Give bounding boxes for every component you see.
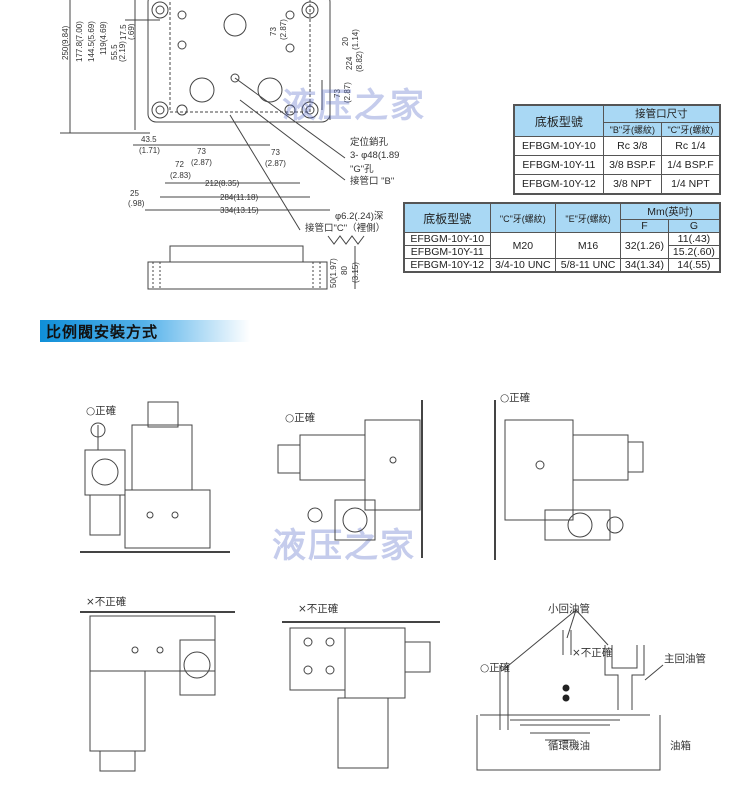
cell: EFBGM-10Y-10 bbox=[513, 136, 604, 156]
dim-label: 17.5 bbox=[119, 24, 128, 40]
col-group-header: Mm(英吋) bbox=[619, 202, 721, 220]
callout-label: 定位銷孔 bbox=[350, 136, 389, 148]
dim-label: (2.87) bbox=[279, 19, 288, 40]
dim-label: (1.71) bbox=[139, 146, 160, 155]
callout-label: φ6.2(.24)深 bbox=[335, 211, 384, 222]
callout-label: 接管口"C"（裡側） bbox=[305, 222, 385, 234]
dim-label: (3.15) bbox=[351, 262, 360, 283]
dim-label: (2.83) bbox=[170, 171, 191, 180]
tank-label: 油箱 bbox=[670, 740, 691, 752]
col-header: 底板型號 bbox=[513, 104, 604, 137]
dim-label: 25 bbox=[130, 189, 139, 198]
incorrect-label: ×不正確 bbox=[86, 596, 127, 608]
dim-label: 334(13.15) bbox=[220, 206, 259, 215]
correct-label: ○正確 bbox=[500, 392, 531, 404]
dim-label: 284(11.18) bbox=[220, 193, 258, 202]
cell: EFBGM-10Y-11 bbox=[403, 245, 491, 259]
dim-label: (.98) bbox=[128, 199, 145, 208]
dim-label: 144.5(5.69) bbox=[87, 21, 96, 62]
baseplate-drawing: 250(9.84) 177.8(7.00) 144.5(5.69) 119(4.… bbox=[60, 0, 400, 290]
cell: 15.2(.60) bbox=[667, 245, 721, 259]
cell: 1/4 BSP.F bbox=[660, 155, 721, 175]
cell: 34(1.34) bbox=[619, 258, 669, 273]
cell: EFBGM-10Y-12 bbox=[403, 258, 491, 273]
installation-diagrams bbox=[80, 400, 664, 772]
dim-label: (2.87) bbox=[265, 159, 286, 168]
dim-label: 73 bbox=[333, 89, 342, 98]
col-header: "C"牙(螺紋) bbox=[660, 121, 721, 138]
dim-label: 212(8.35) bbox=[205, 179, 240, 188]
dim-label: (2.87) bbox=[191, 158, 212, 167]
cell: 14(.55) bbox=[667, 258, 721, 273]
col-header: "C"牙(螺紋) bbox=[489, 202, 557, 233]
cell: EFBGM-10Y-12 bbox=[513, 174, 604, 195]
callout-label: 接管口 "B"（裡側） bbox=[350, 175, 400, 187]
correct-label: ○正確 bbox=[285, 412, 316, 424]
cell: 5/8-11 UNC bbox=[555, 258, 621, 273]
dim-label: (8.82) bbox=[355, 51, 364, 72]
cell: EFBGM-10Y-11 bbox=[513, 155, 604, 175]
col-header: F bbox=[619, 219, 669, 233]
cell: 11(.43) bbox=[667, 232, 721, 246]
cell: 3/8 BSP.F bbox=[602, 155, 662, 175]
dim-label: (2.19) bbox=[118, 41, 127, 62]
callout-label: 3- φ48(1.89)深 bbox=[350, 150, 400, 161]
cell: Rc 1/4 bbox=[660, 136, 721, 156]
table-row: EFBGM-10Y-12 3/4-10 UNC 5/8-11 UNC 34(1.… bbox=[403, 258, 721, 273]
dim-label: (.69) bbox=[127, 23, 136, 40]
cell: 32(1.26) bbox=[619, 232, 669, 259]
dim-label: 73 bbox=[271, 148, 280, 157]
thread-dimension-table: 底板型號 "C"牙(螺紋) "E"牙(螺紋) Mm(英吋) F G EFBGM-… bbox=[403, 202, 721, 273]
dim-label: 119(4.69) bbox=[99, 21, 108, 55]
cell: Rc 3/8 bbox=[602, 136, 662, 156]
correct-label: ○正確 bbox=[86, 405, 117, 417]
port-size-table: 底板型號 接管口尺寸 "B"牙(螺紋) "C"牙(螺紋) EFBGM-10Y-1… bbox=[513, 104, 721, 195]
dim-label: 224 bbox=[345, 56, 354, 70]
dim-label: (2.87) bbox=[343, 82, 352, 103]
col-header: "E"牙(螺紋) bbox=[555, 202, 621, 233]
section-heading: 比例閥安裝方式 bbox=[40, 320, 250, 342]
dim-label: 43.5 bbox=[141, 135, 157, 144]
col-header: 底板型號 bbox=[403, 202, 491, 233]
main-return-pipe-label: 主回油管 bbox=[664, 653, 706, 665]
correct-label: ○正確 bbox=[480, 662, 511, 674]
dim-label: 73 bbox=[197, 147, 206, 156]
dim-label: 80 bbox=[340, 266, 349, 275]
dim-label: 72 bbox=[175, 160, 184, 169]
small-return-pipe-label: 小回油管 bbox=[548, 603, 590, 615]
dim-label: 73 bbox=[269, 27, 278, 36]
oil-label: 循環機油 bbox=[548, 740, 590, 752]
col-group-header: 接管口尺寸 bbox=[602, 104, 721, 123]
cell: 3/4-10 UNC bbox=[489, 258, 557, 273]
table-row: EFBGM-10Y-11 15.2(.60) bbox=[403, 245, 721, 259]
section-title: 比例閥安裝方式 bbox=[46, 323, 159, 341]
incorrect-label: ×不正確 bbox=[298, 603, 339, 615]
cell: M16 bbox=[555, 232, 621, 259]
cell: 3/8 NPT bbox=[602, 174, 662, 195]
dim-label: 20 bbox=[341, 37, 350, 46]
watermark-logo: 液压之家 bbox=[272, 526, 416, 566]
cell: EFBGM-10Y-10 bbox=[403, 232, 491, 246]
dim-label: 177.8(7.00) bbox=[75, 21, 84, 62]
watermark-logo: 液压之家 bbox=[282, 86, 426, 126]
cell: 1/4 NPT bbox=[660, 174, 721, 195]
dim-label: 250(9.84) bbox=[61, 25, 70, 60]
cell: M20 bbox=[489, 232, 557, 259]
callout-label: "G"孔 bbox=[350, 164, 374, 175]
dim-label: 50(1.97) bbox=[329, 258, 338, 288]
table-row: EFBGM-10Y-10 M20 M16 32(1.26) 11(.43) bbox=[403, 232, 721, 259]
col-header: G bbox=[667, 219, 721, 233]
dim-label: 55.5 bbox=[110, 44, 119, 60]
incorrect-label: ×不正確 bbox=[572, 647, 613, 659]
dim-label: (1.14) bbox=[351, 29, 360, 50]
col-header: "B"牙(螺紋) bbox=[602, 121, 662, 138]
